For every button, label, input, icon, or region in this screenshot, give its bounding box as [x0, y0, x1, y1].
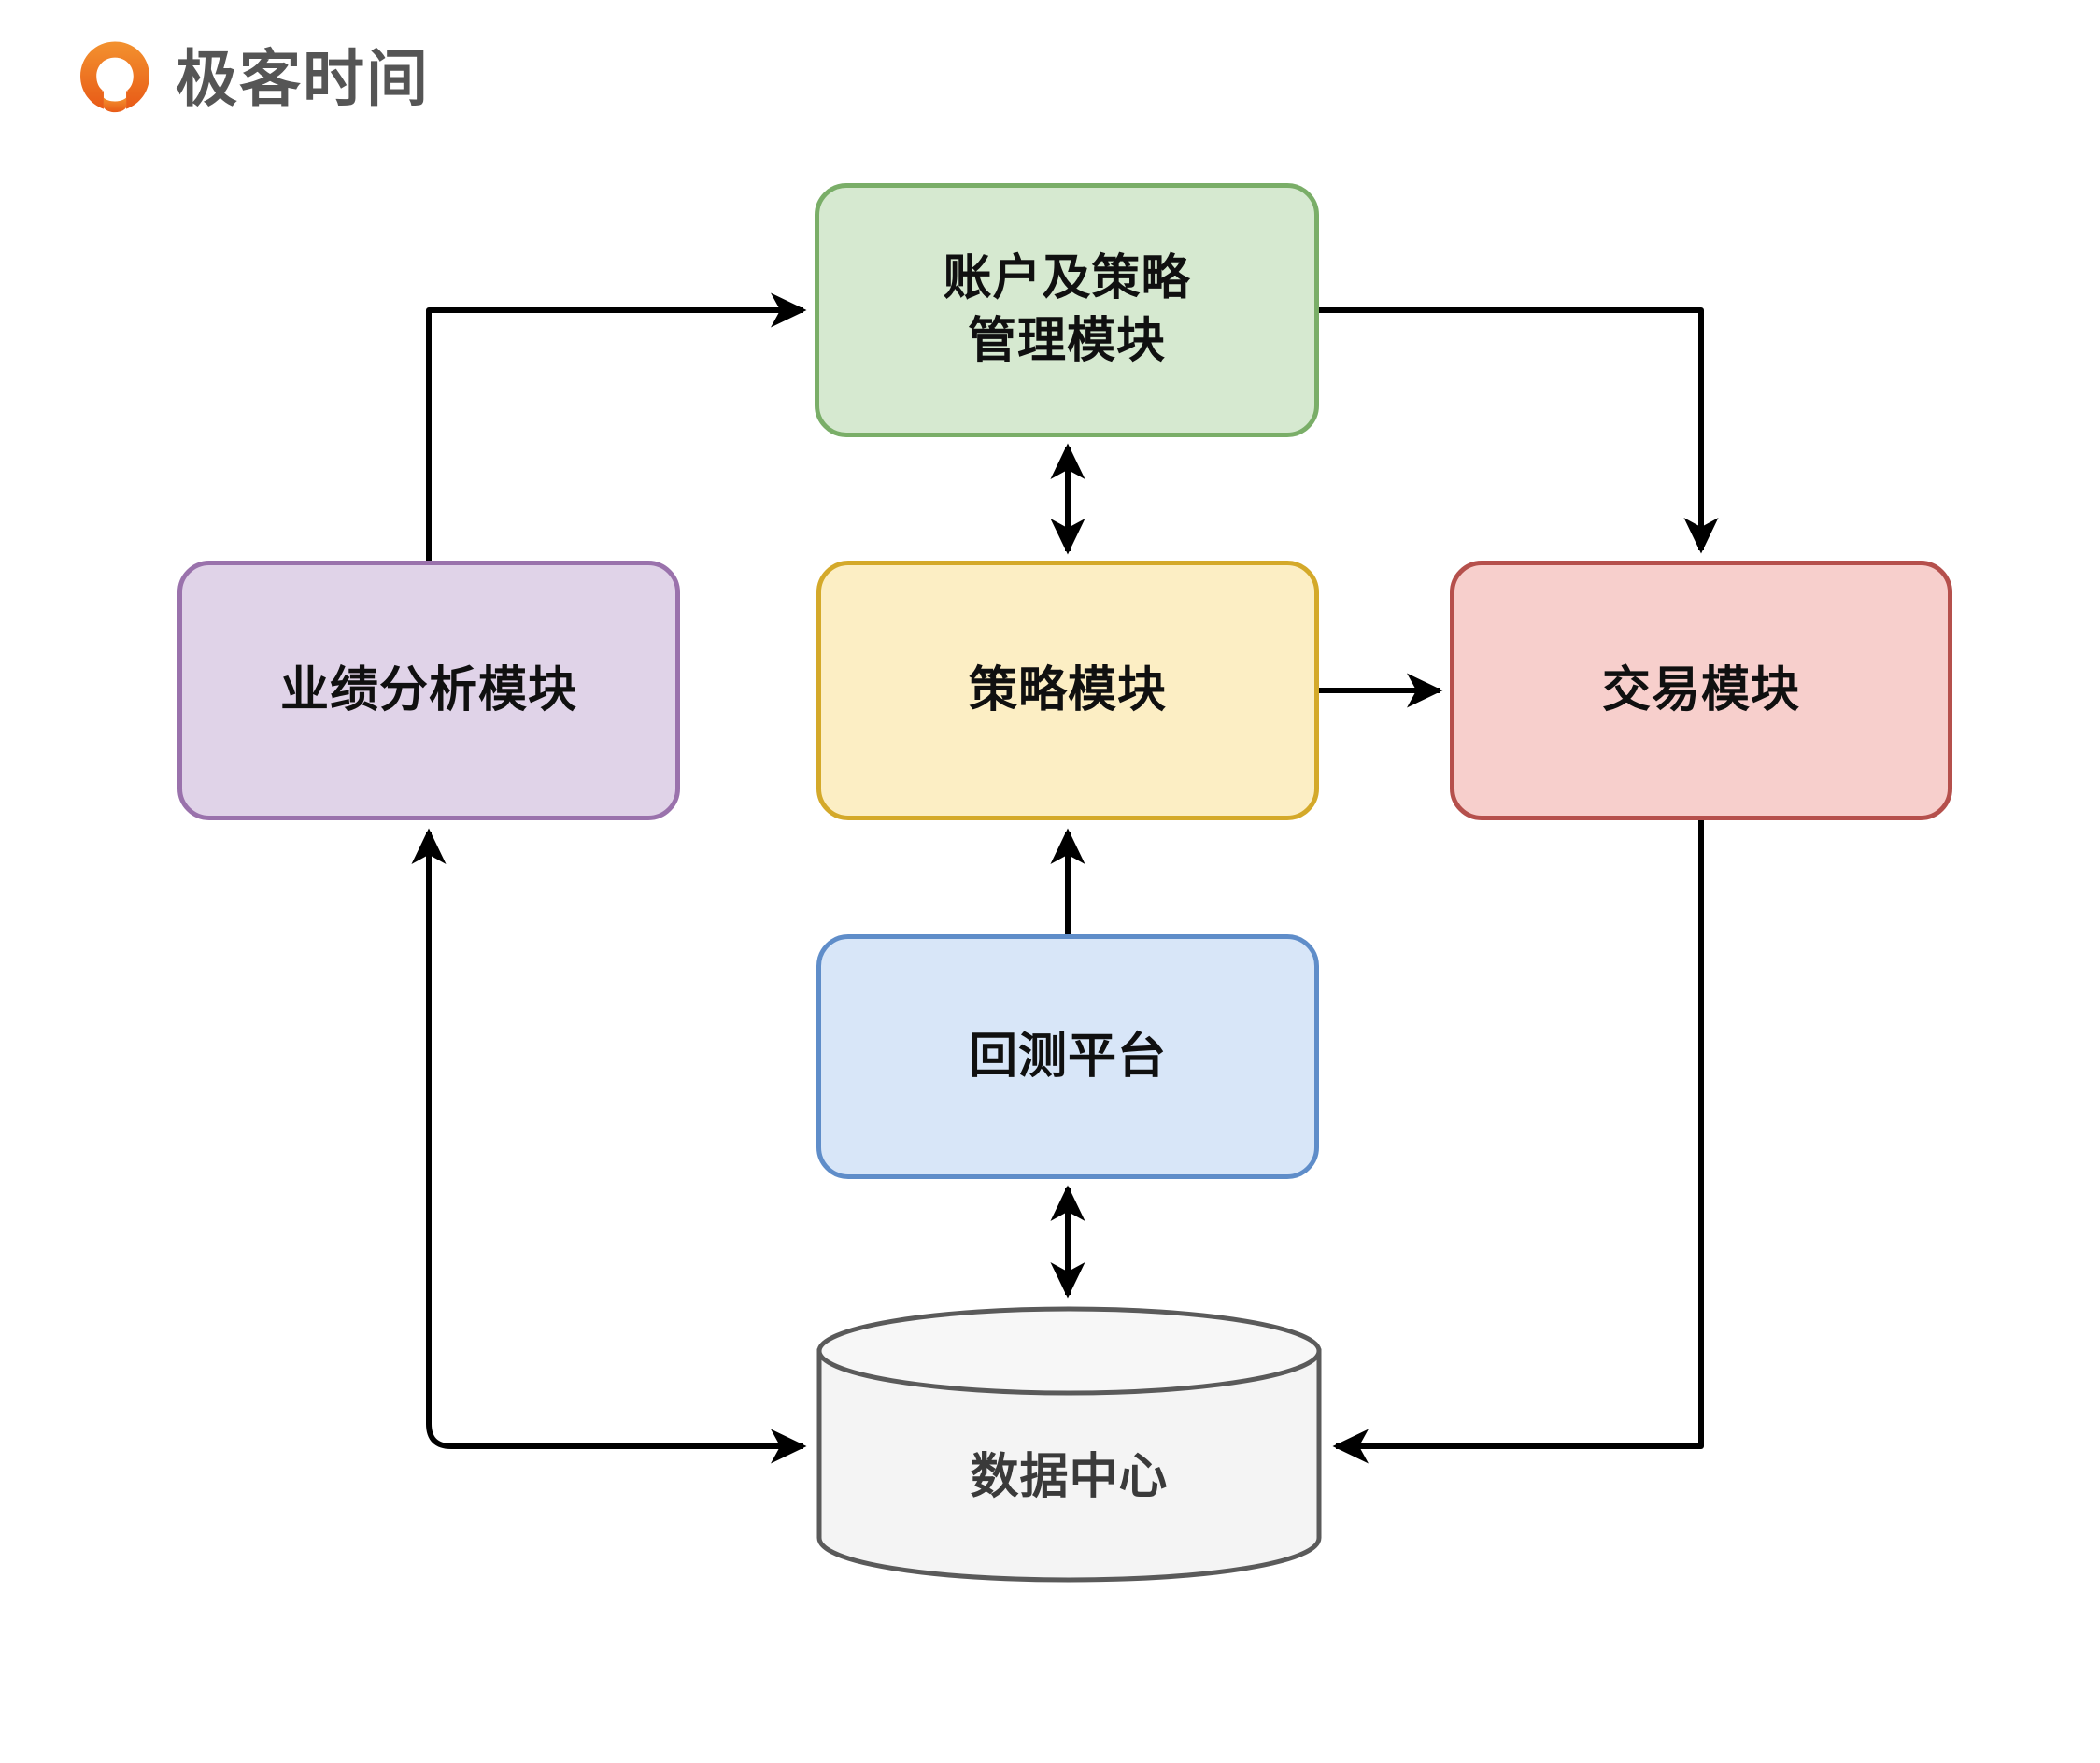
node-account-and-strategy-management[interactable]: 账户及策略 管理模块: [815, 183, 1319, 437]
node-data-center[interactable]: 数据中心: [815, 1304, 1324, 1585]
edge-trade-to-datacenter: [1332, 820, 1704, 1464]
edge-datacenter-performance: [411, 828, 807, 1464]
edge-account-to-trade: [1319, 307, 1719, 554]
brand-name: 极客时间: [176, 44, 430, 113]
node-performance-analysis[interactable]: 业绩分析模块: [177, 561, 680, 820]
edge-performance-to-account: [426, 292, 807, 561]
node-backtest-platform[interactable]: 回测平台: [816, 934, 1319, 1179]
node-strategy-module[interactable]: 策略模块: [816, 561, 1319, 820]
cylinder-shape: [816, 1306, 1322, 1583]
geekbang-circle-arrow-icon: [75, 38, 155, 119]
brand-logo: 极客时间: [75, 34, 430, 123]
node-trade-module[interactable]: 交易模块: [1450, 561, 1952, 820]
